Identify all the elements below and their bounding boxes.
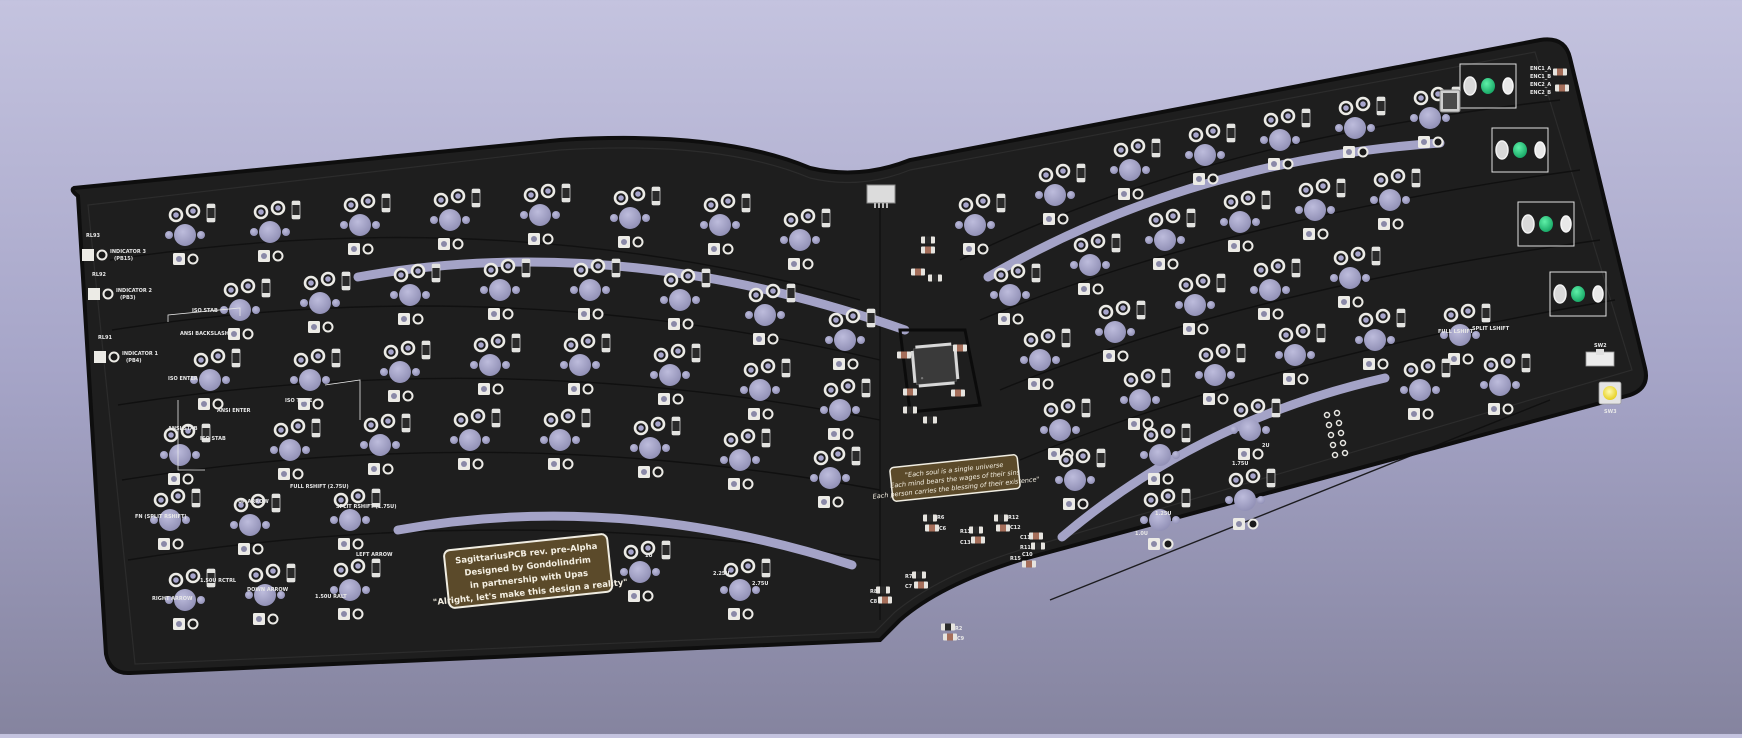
svg-text:INDICATOR 3: INDICATOR 3: [110, 249, 146, 255]
reset-button[interactable]: SW3: [1598, 381, 1622, 415]
svg-text:(PB4): (PB4): [126, 358, 142, 364]
svg-text:ENC1_B: ENC1_B: [1530, 74, 1551, 80]
pcb-board: [70, 37, 1648, 676]
svg-text:1.25U: 1.25U: [1155, 511, 1171, 517]
svg-text:FULL RSHIFT (2.75U): FULL RSHIFT (2.75U): [290, 484, 349, 490]
svg-text:2.25U: 2.25U: [713, 571, 729, 577]
svg-text:2.75U: 2.75U: [752, 581, 768, 587]
svg-text:ANSI BACKSLASH: ANSI BACKSLASH: [180, 331, 229, 337]
svg-text:R13: R13: [960, 529, 971, 535]
layout-silk-labels: ISO STAB ANSI BACKSLASH ISO ENTER ANSI E…: [135, 307, 1510, 602]
svg-text:ANSI ENTER: ANSI ENTER: [217, 408, 251, 414]
svg-text:R2: R2: [955, 626, 963, 632]
indicator-footprints: INDICATOR 3 (PB15) RL93 INDICATOR 2 (PB3…: [82, 233, 158, 364]
svg-text:DOWN ARROW: DOWN ARROW: [247, 587, 289, 593]
passive-cluster: R6 C6 R13 C13 R12 C12 C11 R11 R15 C10 R7…: [870, 514, 1045, 642]
svg-text:C6: C6: [939, 526, 947, 532]
svg-text:1.75U: 1.75U: [1232, 461, 1248, 467]
svg-text:C9: C9: [957, 636, 965, 642]
svg-text:R8: R8: [870, 589, 878, 595]
svg-text:ISO TILDE: ISO TILDE: [285, 398, 313, 404]
svg-text:RIGHT ARROW: RIGHT ARROW: [152, 596, 193, 602]
svg-text:C11: C11: [1020, 535, 1031, 541]
usb-connector: [866, 184, 896, 208]
svg-text:ENC2_B: ENC2_B: [1530, 90, 1551, 96]
header-pins: [1323, 409, 1349, 459]
encoder-footprints: ENC1_A ENC1_B ENC2_A ENC2_B: [1439, 63, 1607, 317]
svg-text:ENC2_A: ENC2_A: [1530, 82, 1551, 88]
svg-text:ISO STAB: ISO STAB: [200, 436, 226, 442]
svg-text:ISO ENTER: ISO ENTER: [168, 376, 198, 382]
svg-text:R15: R15: [1010, 556, 1021, 562]
svg-text:C7: C7: [905, 584, 913, 590]
center-quote-plaque: "Each soul is a single universe Each min…: [872, 454, 1040, 502]
svg-text:C8: C8: [870, 599, 878, 605]
svg-text:LEFT ARROW: LEFT ARROW: [356, 552, 393, 558]
svg-text:R12: R12: [1008, 515, 1019, 521]
svg-text:FULL LSHIFT: FULL LSHIFT: [1438, 329, 1474, 335]
svg-text:ISO STAB: ISO STAB: [192, 308, 218, 314]
svg-text:R11: R11: [1020, 545, 1031, 551]
svg-text:C13: C13: [960, 540, 971, 546]
svg-text:SPLIT LSHIFT: SPLIT LSHIFT: [1472, 326, 1510, 332]
svg-text:SW2: SW2: [1594, 343, 1607, 349]
svg-text:1.0U: 1.0U: [1135, 531, 1148, 537]
svg-text:RL91: RL91: [98, 335, 113, 341]
svg-text:C12: C12: [1010, 525, 1021, 531]
svg-text:RL92: RL92: [92, 272, 107, 278]
svg-text:RL93: RL93: [86, 233, 101, 239]
copper-traces: [109, 99, 1616, 620]
svg-text:R6: R6: [937, 515, 945, 521]
mcu-area: [897, 236, 982, 424]
led-green-1: [1481, 78, 1495, 94]
boot-switch[interactable]: SW2: [1585, 343, 1615, 367]
svg-text:C10: C10: [1022, 552, 1033, 558]
svg-text:1.50U RALT: 1.50U RALT: [315, 594, 347, 600]
svg-text:ANSI STAB: ANSI STAB: [168, 426, 198, 432]
mcu-chip: [910, 342, 960, 388]
svg-text:(PB15): (PB15): [114, 256, 133, 262]
svg-text:UP ARROW: UP ARROW: [238, 499, 269, 505]
svg-text:SW3: SW3: [1604, 409, 1617, 415]
svg-text:2U: 2U: [1262, 443, 1270, 449]
svg-text:(PB3): (PB3): [120, 295, 136, 301]
svg-text:1U: 1U: [645, 553, 653, 559]
svg-text:ENC1_A: ENC1_A: [1530, 66, 1551, 72]
svg-text:SPLIT RSHIFT (1.75U): SPLIT RSHIFT (1.75U): [336, 504, 397, 510]
svg-text:R7: R7: [905, 574, 913, 580]
svg-text:INDICATOR 2: INDICATOR 2: [116, 288, 152, 294]
svg-text:1.50U RCTRL: 1.50U RCTRL: [200, 578, 237, 584]
svg-text:INDICATOR 1: INDICATOR 1: [122, 351, 158, 357]
svg-text:FN (SPLIT RSHIFT): FN (SPLIT RSHIFT): [135, 514, 187, 520]
